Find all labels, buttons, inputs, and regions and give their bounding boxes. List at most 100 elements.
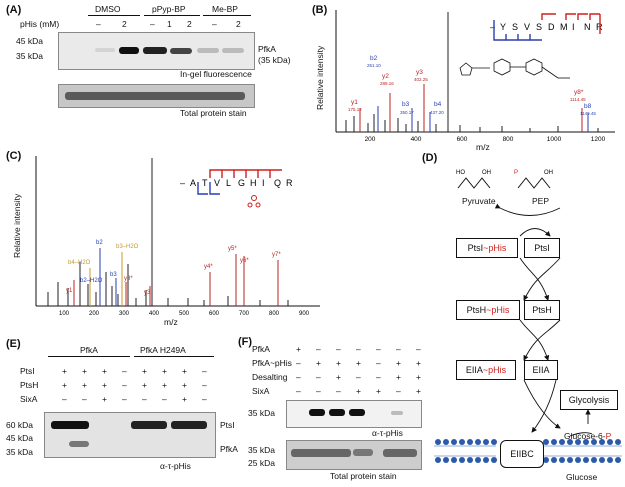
e-ptsi-label: PtsI: [220, 420, 235, 430]
svg-text:350.17: 350.17: [400, 110, 414, 115]
pfka-label: PfkA: [258, 44, 276, 54]
peak-b4: b4: [434, 101, 442, 108]
svg-text:500: 500: [179, 311, 190, 317]
panel-b-spectrum: y1 175.12 b2 251.10 y2 289.16 b3 350.17 …: [335, 10, 615, 143]
svg-text:N: N: [584, 22, 591, 32]
svg-text:y8*: y8*: [124, 276, 133, 282]
svg-text:b2–H2O: b2–H2O: [80, 278, 103, 284]
svg-text:437.20: 437.20: [430, 110, 444, 115]
svg-text:y5*: y5*: [228, 246, 237, 252]
svg-text:b2: b2: [96, 240, 103, 246]
lane-7: 2: [236, 19, 241, 29]
node-ptsh-phis: PtsH~pHis: [456, 300, 520, 320]
svg-text:175.12: 175.12: [348, 107, 362, 112]
svg-text:1000: 1000: [547, 136, 562, 143]
col-mebp: Me-BP: [212, 4, 238, 14]
svg-text:289.16: 289.16: [380, 81, 394, 86]
peak-y8: y8*: [574, 89, 584, 96]
panel-b-ylabel: Relative intensity: [315, 45, 325, 110]
svg-text:S: S: [536, 22, 542, 32]
svg-text:HO: HO: [456, 170, 465, 176]
panel-f-label: (F): [238, 336, 253, 348]
node-eiia-phis: EIIA~pHis: [456, 360, 516, 380]
svg-text:600: 600: [209, 311, 220, 317]
panel-f-antibody-blot: [286, 400, 422, 428]
total-stain-caption: Total protein stain: [180, 108, 247, 118]
svg-text:P: P: [514, 170, 518, 176]
row-f-sixa: SixA: [252, 386, 270, 396]
mw-f-35a: 35 kDa: [248, 408, 275, 418]
panel-c-spectrum: b2 b3–H2O b4–H2O b2–H2O b3 y1 y3 y4* y5*…: [35, 156, 320, 317]
col-ppyp: pPyp-BP: [152, 4, 186, 14]
svg-text:y1: y1: [66, 288, 73, 294]
node-ptsi: PtsI: [524, 238, 560, 258]
svg-text:T: T: [202, 178, 208, 188]
ingel-caption: In-gel fluorescence: [180, 69, 252, 79]
svg-text:300: 300: [119, 311, 130, 317]
pep-structure-icon: P OH: [514, 170, 553, 189]
svg-text:V: V: [214, 178, 220, 188]
panel-b-peaks: [345, 12, 599, 132]
node-ptsi-phis: PtsI~pHis: [456, 238, 518, 258]
svg-text:y4*: y4*: [204, 264, 213, 270]
panel-e-label: (E): [6, 338, 21, 350]
panel-c-xlabel: m/z: [164, 317, 178, 327]
membrane-icon: [434, 439, 622, 463]
svg-text:1149.45: 1149.45: [580, 111, 596, 116]
lane-2: 2: [122, 19, 127, 29]
svg-text:700: 700: [239, 311, 250, 317]
lane-5: 2: [187, 19, 192, 29]
svg-text:y6*: y6*: [240, 258, 249, 264]
svg-text:OH: OH: [544, 170, 553, 176]
svg-text:1200: 1200: [591, 136, 606, 143]
pyruvate-label: Pyruvate: [462, 196, 496, 206]
node-ptsh: PtsH: [524, 300, 560, 320]
svg-text:I: I: [572, 22, 575, 32]
svg-text:G: G: [238, 178, 245, 188]
lane-1: –: [96, 19, 101, 29]
panel-a-label: (A): [6, 4, 22, 16]
g6p-label: Glucose-6-P: [564, 431, 612, 441]
svg-text:OH: OH: [482, 170, 491, 176]
total-stain-blot: [58, 84, 255, 108]
panel-b-label: (B): [312, 4, 328, 16]
mw-e-45: 45 kDa: [6, 433, 33, 443]
pfka-size: (35 kDa): [258, 55, 291, 65]
probe-structure-icon: [459, 58, 570, 79]
svg-text:L: L: [226, 178, 231, 188]
mw-e-60: 60 kDa: [6, 420, 33, 430]
e-pfka-label: PfkA: [220, 444, 238, 454]
peak-y1: y1: [351, 99, 358, 106]
col-pfka: PfkA: [80, 345, 98, 355]
ingel-blot: [58, 32, 255, 70]
panel-b-sequence: – Y S V S D M I N R: [490, 22, 603, 32]
col-dmso: DMSO: [95, 4, 121, 14]
svg-text:402.25: 402.25: [414, 77, 428, 82]
panel-c-sequence: – A T V L G H I Q R: [180, 178, 293, 188]
peak-y2: y2: [382, 73, 389, 80]
peak-b8: b8: [584, 103, 592, 110]
svg-text:800: 800: [503, 136, 514, 143]
svg-text:1114.45: 1114.45: [570, 97, 586, 102]
svg-text:S: S: [512, 22, 518, 32]
panel-c-label: (C): [6, 150, 22, 162]
mw-f-25: 25 kDa: [248, 458, 275, 468]
phosphate-icon: [251, 195, 257, 201]
row-f-desalting: Desalting: [252, 372, 288, 382]
svg-text:800: 800: [269, 311, 280, 317]
svg-text:R: R: [286, 178, 293, 188]
svg-text:200: 200: [89, 311, 100, 317]
mw-45: 45 kDa: [16, 36, 43, 46]
f-total-stain: Total protein stain: [330, 471, 397, 481]
e-antibody: α-τ-pHis: [160, 461, 191, 471]
mw-e-35: 35 kDa: [6, 447, 33, 457]
svg-text:900: 900: [299, 311, 310, 317]
pep-label: PEP: [532, 196, 550, 206]
svg-text:251.10: 251.10: [367, 63, 381, 68]
node-eiibc: EIIBC: [500, 440, 544, 468]
panel-e-blot: [44, 412, 216, 458]
lane-6: –: [212, 19, 217, 29]
svg-text:Y: Y: [500, 22, 506, 32]
svg-text:–: –: [180, 178, 185, 188]
row-e-sixa: SixA: [20, 394, 38, 404]
